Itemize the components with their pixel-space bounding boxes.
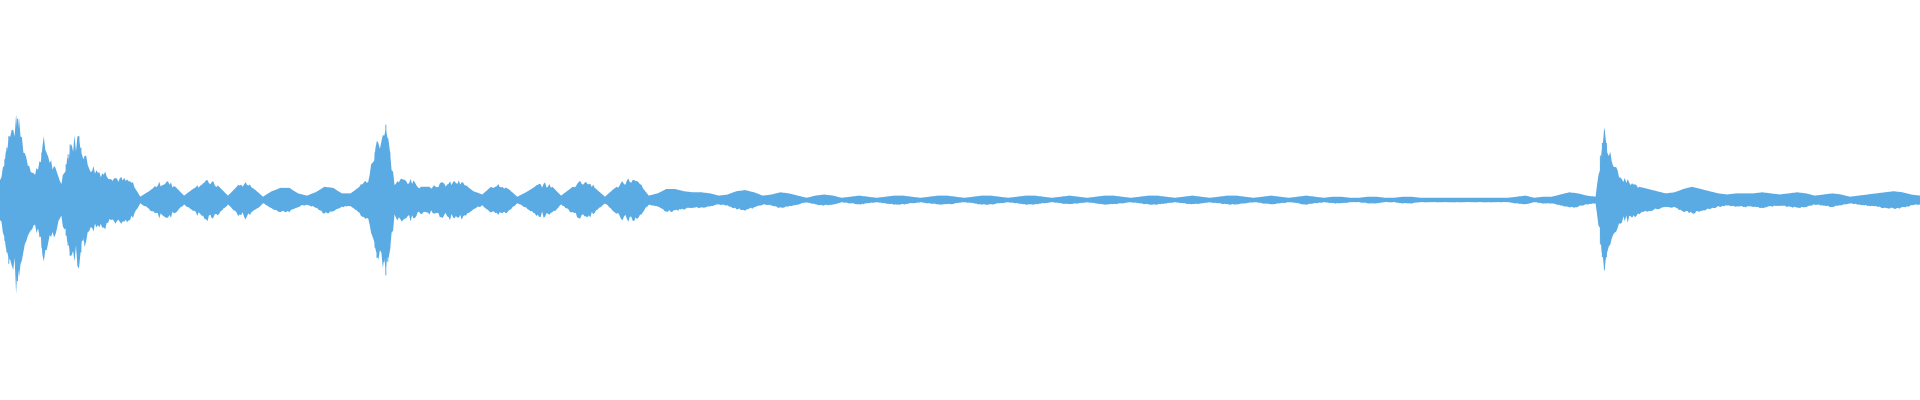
waveform-spikes bbox=[4, 118, 1609, 282]
